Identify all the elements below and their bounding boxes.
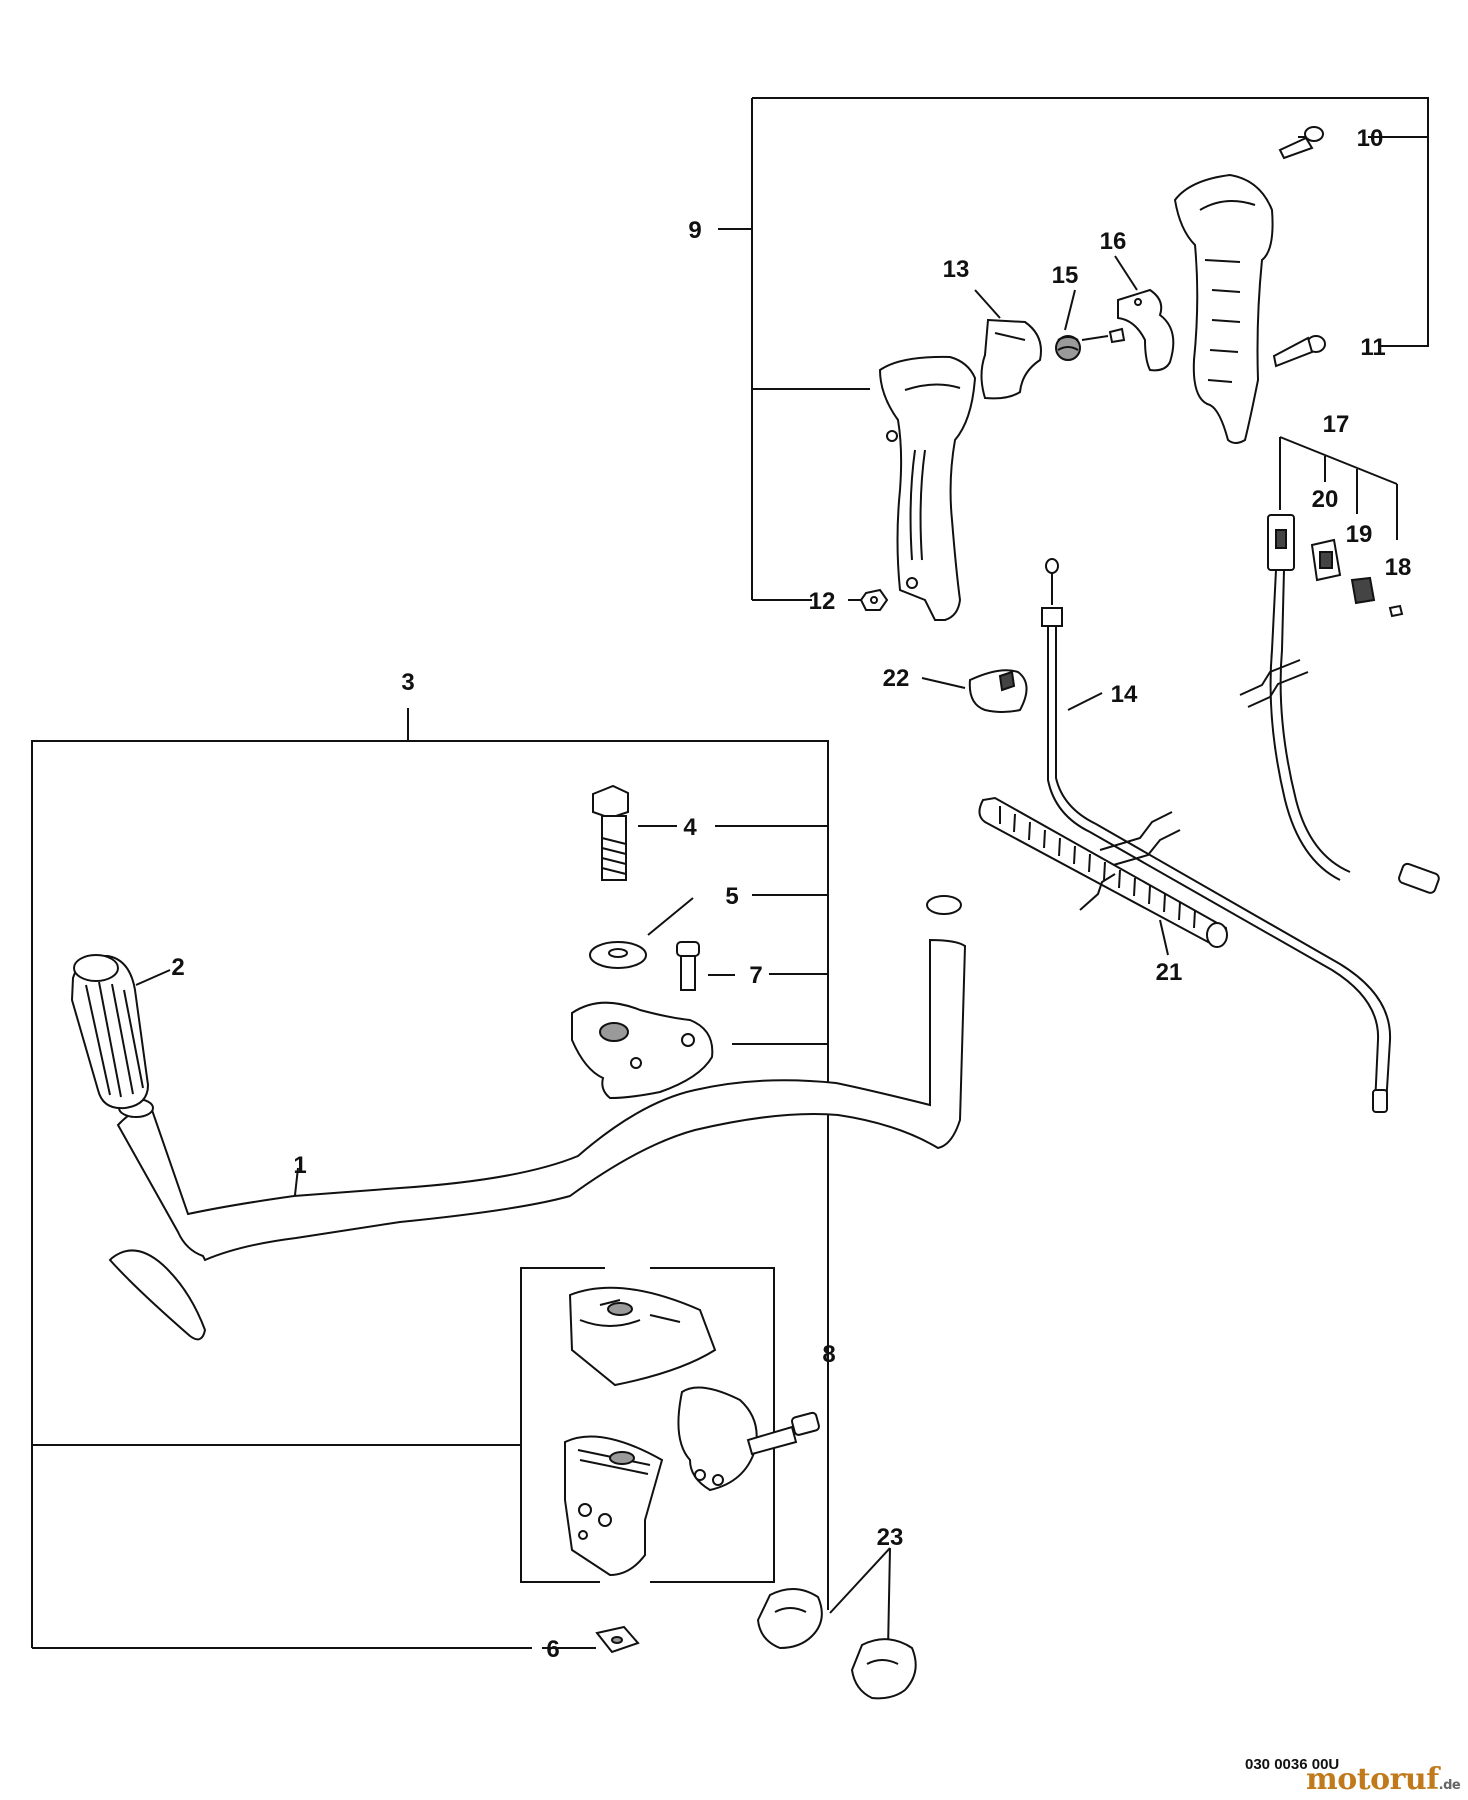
group-bracket-17 — [1279, 436, 1398, 540]
clamp-top-bracket — [571, 1001, 714, 1100]
callout-20: 20 — [1312, 486, 1339, 513]
tube-break-symbol — [1079, 873, 1116, 911]
group-bracket-3 — [31, 708, 829, 1649]
screw-small — [676, 941, 700, 991]
callout-6: 6 — [546, 1636, 559, 1663]
callout-13: 13 — [943, 256, 970, 283]
clamp-upper-half — [568, 1286, 717, 1387]
watermark-brand: motoruf — [1306, 1762, 1439, 1797]
wire-break-symbol — [1239, 659, 1309, 708]
cable-clip-a — [756, 1588, 823, 1650]
callout-17: 17 — [1323, 411, 1350, 438]
clamp-side-piece — [677, 1386, 758, 1492]
callout-4: 4 — [683, 814, 697, 841]
callout-3: 3 — [401, 669, 414, 696]
washer — [589, 941, 647, 969]
handle-housing-right — [1173, 173, 1274, 444]
protective-tube — [978, 796, 1228, 948]
cable-clip-b — [850, 1638, 917, 1700]
callout-23: 23 — [877, 1524, 904, 1551]
callout-16: 16 — [1100, 228, 1127, 255]
callout-8: 8 — [822, 1341, 835, 1368]
bolt — [592, 784, 629, 881]
switch-screw — [1388, 604, 1404, 618]
clamp-subgroup-box — [520, 1267, 775, 1583]
clamp-lower-half — [564, 1435, 664, 1577]
watermark-logo: motoruf.de — [1306, 1762, 1461, 1797]
switch-knob — [1350, 576, 1376, 605]
callout-labels: 1 2 3 4 5 6 7 8 9 10 11 12 13 14 15 16 1… — [171, 125, 1411, 1663]
square-nut — [595, 1625, 640, 1654]
screw-8 — [746, 1411, 820, 1456]
callout-19: 19 — [1346, 521, 1373, 548]
cable-break-symbol — [1099, 811, 1181, 867]
callout-1: 1 — [293, 1152, 306, 1179]
cable-guide — [968, 669, 1028, 713]
grip-sleeve — [70, 954, 150, 1110]
callout-22: 22 — [883, 665, 910, 692]
switch-plate — [1310, 538, 1342, 582]
hex-nut — [859, 588, 889, 611]
group-bracket-9 — [718, 97, 1429, 601]
wire-connector — [1398, 862, 1440, 894]
watermark-suffix: .de — [1438, 1778, 1461, 1793]
throttle-trigger — [1117, 288, 1175, 372]
callout-9: 9 — [688, 217, 701, 244]
callout-10: 10 — [1357, 125, 1384, 152]
callout-2: 2 — [171, 954, 184, 981]
callout-21: 21 — [1156, 959, 1183, 986]
trigger-lever — [980, 318, 1042, 400]
callout-15: 15 — [1052, 262, 1079, 289]
reference-code: 030 0036 00U — [1245, 1756, 1340, 1773]
stop-switch — [1267, 514, 1351, 881]
handlebar-tube — [108, 895, 967, 1341]
callout-18: 18 — [1385, 554, 1412, 581]
spring — [1055, 327, 1126, 361]
screw-10 — [1278, 126, 1324, 160]
callout-11: 11 — [1360, 334, 1385, 361]
screw-11 — [1272, 335, 1326, 368]
callout-12: 12 — [809, 588, 836, 615]
callout-5: 5 — [725, 883, 738, 910]
callout-7: 7 — [749, 962, 762, 989]
throttle-cable — [1041, 558, 1392, 1113]
callout-14: 14 — [1111, 681, 1138, 708]
handle-housing-left — [878, 355, 977, 621]
